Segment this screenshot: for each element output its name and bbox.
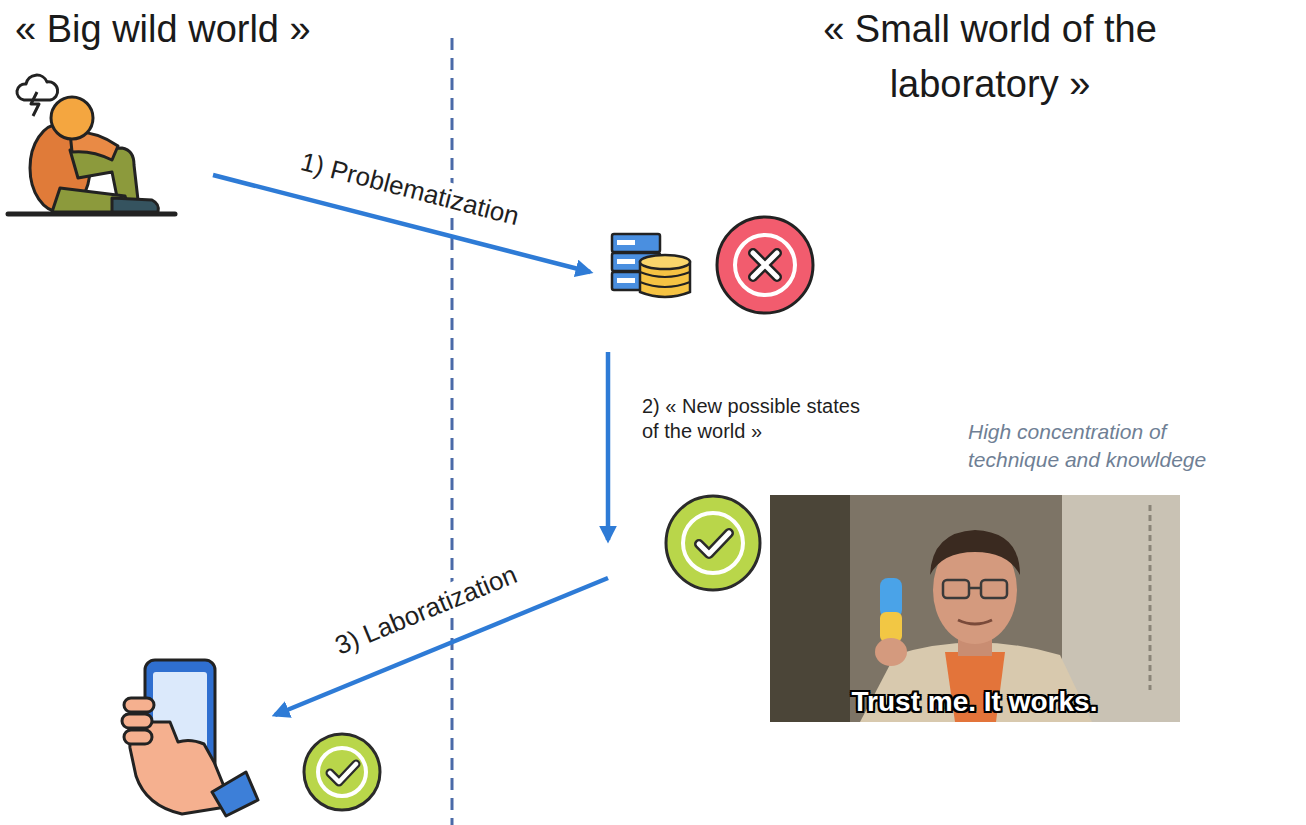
check-icon bbox=[318, 748, 366, 796]
cross-icon bbox=[753, 253, 777, 277]
meme-node: Trust me. It works. bbox=[663, 492, 1183, 724]
meme-photo bbox=[958, 620, 992, 624]
meme-photo bbox=[770, 495, 850, 722]
check-icon bbox=[683, 513, 743, 573]
check-icon bbox=[666, 496, 760, 590]
database-icon bbox=[640, 255, 690, 269]
meme-photo bbox=[875, 638, 907, 666]
phone-in-hand-icon bbox=[122, 714, 152, 728]
meme-photo bbox=[770, 495, 1180, 722]
meme-photo bbox=[1149, 505, 1152, 690]
meme-photo bbox=[930, 530, 1020, 575]
meme-photo bbox=[770, 495, 1180, 722]
database-icon bbox=[612, 234, 690, 297]
database-icon bbox=[617, 240, 635, 245]
check-icon bbox=[330, 764, 356, 782]
side-note: High concentration of technique and know… bbox=[968, 418, 1230, 475]
phone-in-hand-icon bbox=[124, 730, 152, 744]
sad-person-icon bbox=[8, 212, 175, 217]
meme-photo bbox=[969, 587, 981, 590]
sad-person-icon bbox=[51, 97, 93, 139]
check-icon bbox=[699, 533, 729, 554]
person-icon-node bbox=[5, 72, 180, 222]
cross-icon bbox=[717, 217, 813, 313]
phone-in-hand-icon bbox=[122, 660, 258, 816]
check-icon bbox=[699, 533, 729, 554]
check-icon bbox=[304, 734, 380, 810]
meme-photo bbox=[880, 612, 902, 642]
region-title: « Small world of the laboratory » bbox=[780, 2, 1200, 112]
check-icon bbox=[666, 496, 760, 590]
world-divider bbox=[451, 38, 454, 825]
image-caption: Trust me. It works. bbox=[770, 686, 1179, 718]
phone-in-hand-icon bbox=[124, 698, 154, 712]
connector-group bbox=[213, 175, 608, 715]
edge-label: 2) « New possible states of the world » bbox=[642, 394, 867, 444]
storm-cloud-icon bbox=[17, 75, 58, 100]
sad-person-icon bbox=[112, 198, 158, 212]
edge-label: 1) Problematization bbox=[293, 144, 528, 234]
database-node bbox=[610, 230, 818, 302]
flow-arrow bbox=[606, 352, 611, 540]
phone-in-hand-icon bbox=[212, 772, 258, 816]
meme-photo bbox=[981, 580, 1007, 598]
meme-photo bbox=[943, 580, 969, 598]
database-icon bbox=[617, 259, 635, 264]
database-icon bbox=[612, 234, 660, 252]
cross-icon bbox=[753, 253, 777, 277]
cross-icon bbox=[735, 235, 795, 295]
check-icon bbox=[304, 734, 380, 810]
phone-node bbox=[112, 656, 258, 820]
check-icon bbox=[330, 764, 356, 782]
database-icon bbox=[617, 278, 635, 283]
sad-person-icon bbox=[8, 97, 175, 214]
region-title: « Big wild world » bbox=[15, 2, 435, 57]
edge-label: 3) Laboratization bbox=[326, 556, 527, 664]
database-icon bbox=[640, 272, 690, 287]
storm-cloud-icon bbox=[31, 92, 39, 116]
cross-icon bbox=[717, 217, 813, 313]
